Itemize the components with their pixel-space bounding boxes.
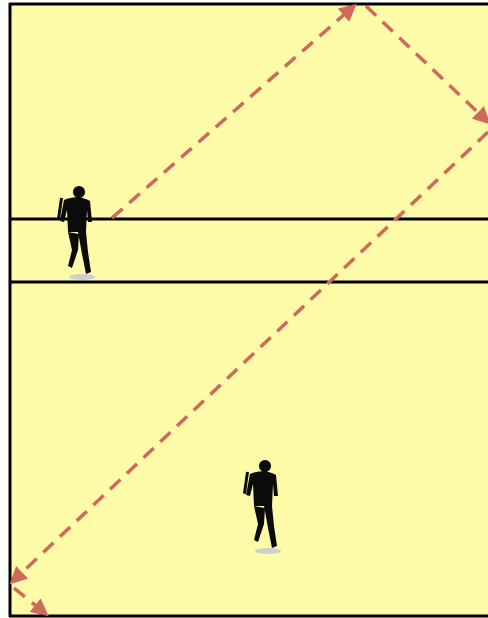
- playing-field: [10, 4, 488, 616]
- runner-shadow: [255, 548, 281, 554]
- runner-shadow: [69, 274, 95, 280]
